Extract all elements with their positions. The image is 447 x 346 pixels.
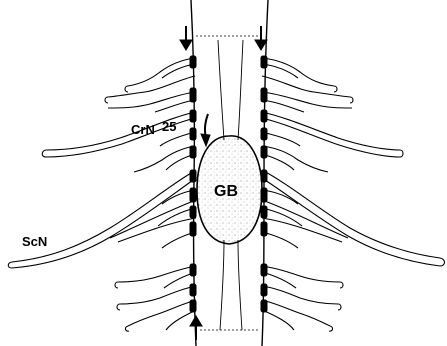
label-gb: GB	[214, 183, 238, 200]
label-crn: CrN	[131, 122, 155, 137]
arrow-icon	[255, 26, 267, 50]
arrow-icon	[190, 316, 202, 340]
left-ganglia	[190, 56, 196, 312]
left-nerve-fibers	[8, 58, 196, 331]
label-scn: ScN	[22, 234, 47, 249]
right-nerve-fibers	[262, 58, 445, 331]
arrow-icon	[180, 26, 192, 50]
label-ganglion-number: 25	[162, 119, 176, 134]
arrow-icon	[201, 114, 210, 146]
